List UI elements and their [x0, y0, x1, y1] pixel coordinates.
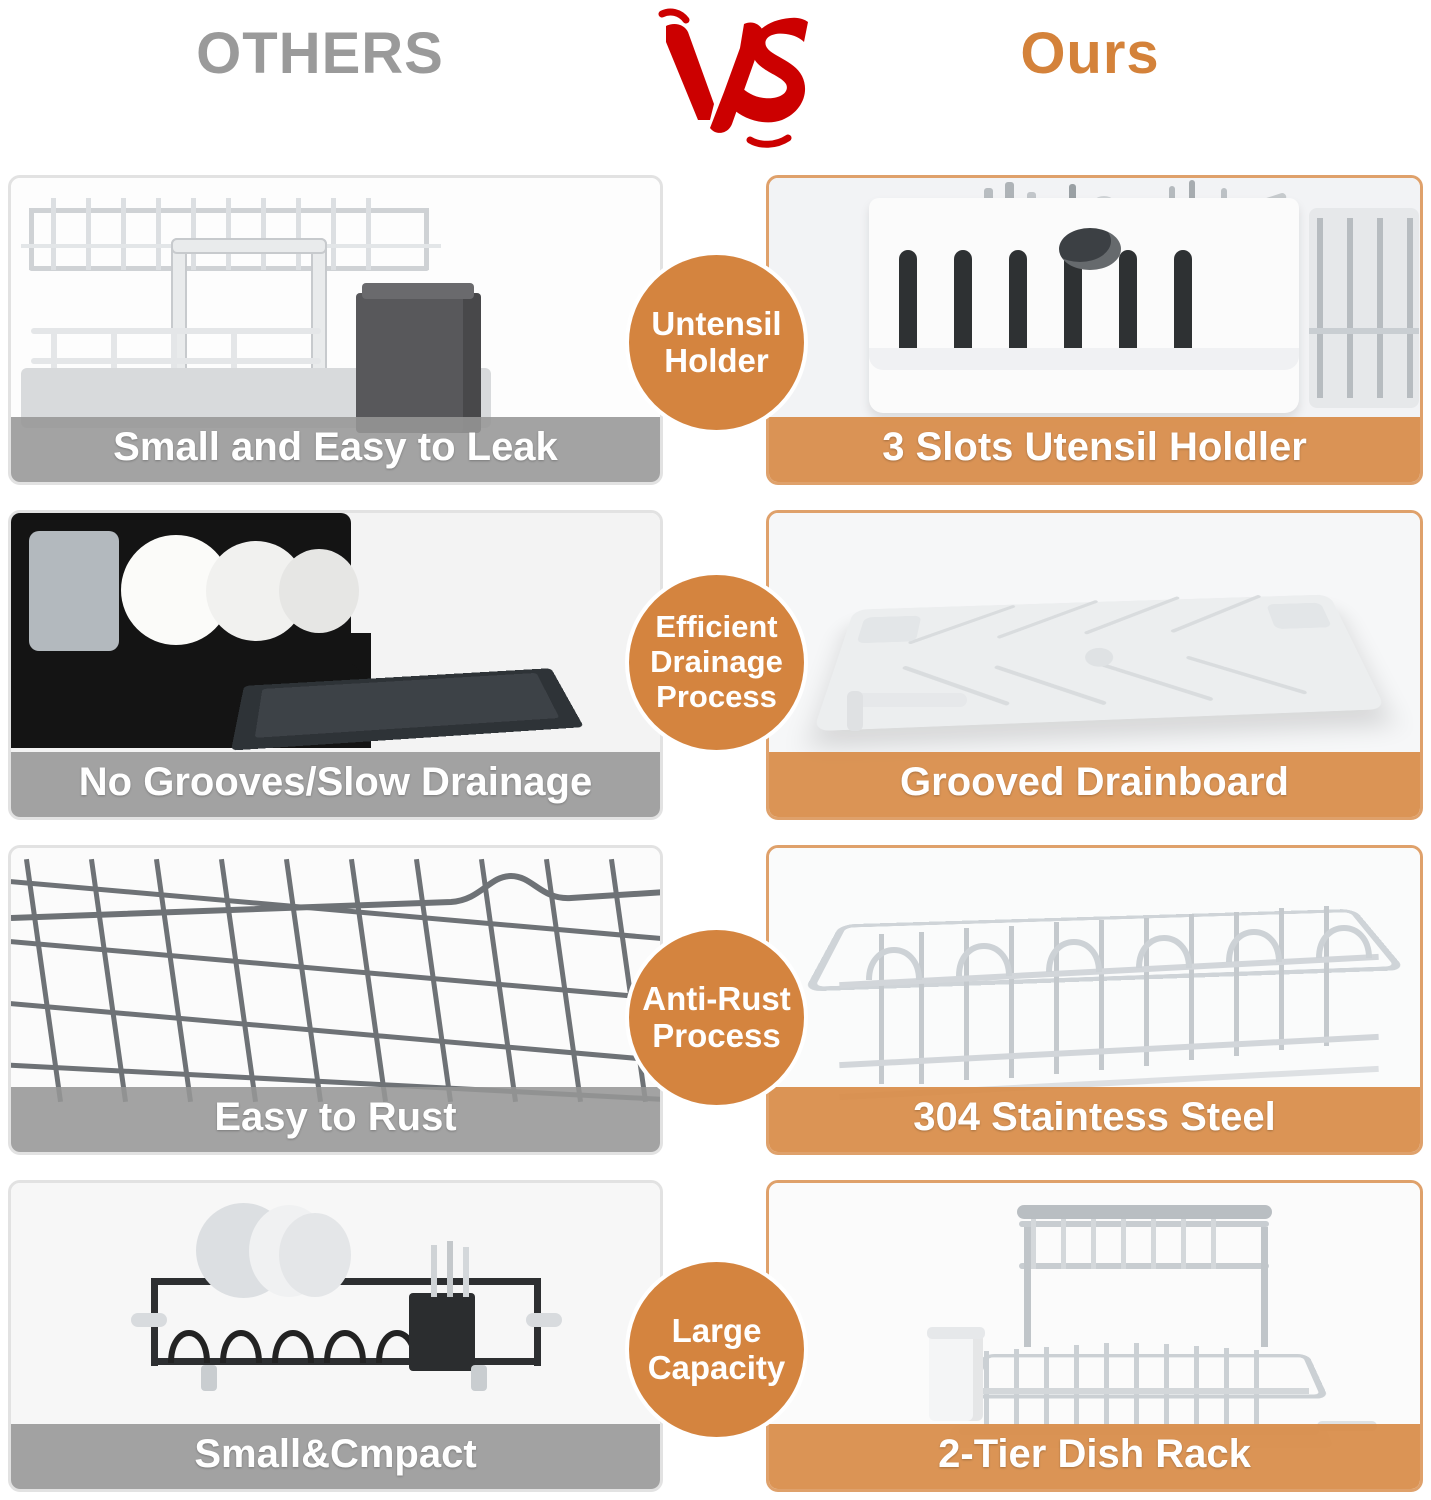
badge-1-line-1: Untensil — [651, 304, 782, 342]
badge-1-line-2: Holder — [664, 341, 769, 379]
ours-panel-3: 304 Staintess Steel — [766, 845, 1423, 1155]
badge-2-line-1: Efficient — [655, 609, 778, 645]
ours-panel-2: Grooved Drainboard — [766, 510, 1423, 820]
others-rack-image-1 — [11, 178, 660, 482]
others-panel-2: No Grooves/Slow Drainage — [8, 510, 663, 820]
comparison-row-4: Small&Cmpact — [0, 1180, 1431, 1492]
badge-4-line-1: Large — [671, 1311, 762, 1349]
badge-2-line-2: Drainage — [650, 644, 783, 680]
comparison-row-2: No Grooves/Slow Drainage Grooved Drain — [0, 510, 1431, 820]
ours-caption-1: 3 Slots Utensil Holdler — [769, 417, 1420, 482]
ours-title: Ours — [1020, 21, 1160, 86]
others-caption-1: Small and Easy to Leak — [11, 417, 660, 482]
grooved-drainboard — [813, 594, 1386, 732]
ours-panel-4: 2-Tier Dish Rack — [766, 1180, 1423, 1492]
comparison-header: OTHERS Ours — [0, 0, 1431, 170]
others-panel-3: Easy to Rust — [8, 845, 663, 1155]
badge-3-line-2: Process — [652, 1016, 781, 1054]
ours-caption-3: 304 Staintess Steel — [769, 1087, 1420, 1152]
others-caption-3: Easy to Rust — [11, 1087, 660, 1152]
others-caption-4: Small&Cmpact — [11, 1424, 660, 1489]
vs-icon — [640, 8, 820, 168]
feature-badge-utensil-holder: Untensil Holder — [629, 255, 804, 430]
comparison-row-1: Small and Easy to Leak — [0, 175, 1431, 485]
feature-badge-large-capacity: Large Capacity — [629, 1262, 804, 1437]
feature-badge-anti-rust: Anti-Rust Process — [629, 930, 804, 1105]
ours-panel-1: 3 Slots Utensil Holdler — [766, 175, 1423, 485]
comparison-row-3: Easy to Rust — [0, 845, 1431, 1155]
ours-caption-4: 2-Tier Dish Rack — [769, 1424, 1420, 1489]
feature-badge-drainage: Efficient Drainage Process — [629, 575, 804, 750]
others-panel-4: Small&Cmpact — [8, 1180, 663, 1492]
badge-2-line-3: Process — [656, 678, 777, 714]
others-title: OTHERS — [196, 21, 444, 86]
badge-3-line-1: Anti-Rust — [642, 979, 791, 1017]
others-caption-2: No Grooves/Slow Drainage — [11, 752, 660, 817]
ours-caption-2: Grooved Drainboard — [769, 752, 1420, 817]
others-panel-1: Small and Easy to Leak — [8, 175, 663, 485]
badge-4-line-2: Capacity — [647, 1348, 786, 1386]
utensil-box-small — [356, 283, 481, 433]
